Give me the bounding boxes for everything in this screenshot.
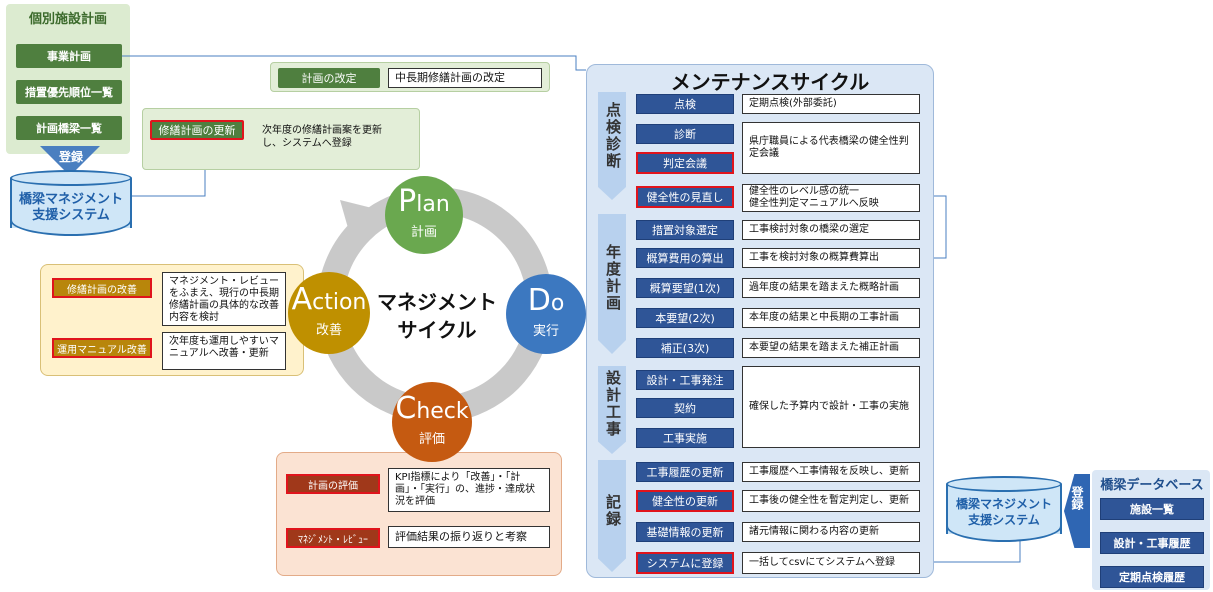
action-item-1-text: マネジメント・レビューをふまえ、現行の中長期修繕計画の具体的な改善内容を検討 xyxy=(162,272,286,326)
right-management-system-cylinder: 橋梁マネジメント 支援システム xyxy=(946,476,1062,542)
plan-update-connector xyxy=(132,168,206,197)
section-label-record: 記録 xyxy=(604,494,622,528)
row-soundness-update[interactable]: 健全性の更新 xyxy=(636,490,734,512)
row-system-register-text: 一括してcsvにてシステムへ登録 xyxy=(742,552,920,574)
system-register-connector xyxy=(920,540,1021,563)
db-facility-list[interactable]: 施設一覧 xyxy=(1100,498,1204,520)
business-plan-item[interactable]: 事業計画 xyxy=(16,44,122,68)
row-measure-selection-text: 工事検討対象の橋梁の選定 xyxy=(742,220,920,240)
row-basic-info-update-text: 諸元情報に関わる内容の更新 xyxy=(742,522,920,542)
maintenance-title: メンテナンスサイクル xyxy=(670,70,870,94)
facility-plan-title: 個別施設計画 xyxy=(28,12,107,27)
row-cost-estimate[interactable]: 概算費用の算出 xyxy=(636,248,734,268)
section-arrow-record xyxy=(598,460,626,572)
do-circle: Do 実行 xyxy=(506,274,586,354)
action-cap: A xyxy=(291,282,313,317)
row-cost-estimate-text: 工事を検討対象の概算費算出 xyxy=(742,248,920,268)
plan-sub: 計画 xyxy=(410,225,437,240)
section-label-annual: 年度計画 xyxy=(604,244,622,312)
db-design-history[interactable]: 設計・工事履歴 xyxy=(1100,532,1204,554)
action-item-2-label: 運用マニュアル改善 xyxy=(52,338,152,358)
row-history-update-text: 工事履歴へ工事情報を反映し、更新 xyxy=(742,462,920,482)
plan-circle: Plan 計画 xyxy=(385,176,463,254)
right-system-name-line1: 橋梁マネジメント xyxy=(955,497,1052,511)
action-item-2-text: 次年度も運用しやすいマニュアルへ改善・更新 xyxy=(162,332,286,370)
register-arrow-label: 登録 xyxy=(58,150,83,164)
row-request-1[interactable]: 概算要望(1次) xyxy=(636,278,734,298)
priority-list-item[interactable]: 措置優先順位一覧 xyxy=(16,80,122,104)
check-rest: heck xyxy=(416,399,469,424)
action-rest: ction xyxy=(312,290,367,315)
do-cap: D xyxy=(527,283,551,318)
check-sub: 評価 xyxy=(418,432,445,447)
cycle-arrowhead-icon xyxy=(340,200,380,242)
row-diagnosis-text: 県庁職員による代表橋梁の健全性判定会議 xyxy=(742,122,920,174)
row-system-register[interactable]: システムに登録 xyxy=(636,552,734,574)
action-circle: Action 改善 xyxy=(288,272,370,354)
row-design-order[interactable]: 設計・工事発注 xyxy=(636,370,734,390)
right-register-label: 登録 xyxy=(1070,486,1084,510)
plan-update-text: 次年度の修繕計画案を更新し、システムへ登録 xyxy=(262,125,382,149)
section-arrow-annual xyxy=(598,214,626,354)
row-correction-3[interactable]: 補正(3次) xyxy=(636,338,734,358)
left-system-name-line1: 橋梁マネジメント xyxy=(18,192,123,207)
planned-bridge-list-item[interactable]: 計画橋梁一覧 xyxy=(16,116,122,140)
db-inspection-history[interactable]: 定期点検履歴 xyxy=(1100,566,1204,588)
do-sub: 実行 xyxy=(532,324,559,339)
plan-rest: lan xyxy=(416,192,450,217)
row-soundness-review-text: 健全性のレベル感の統一 健全性判定マニュアルへ反映 xyxy=(742,184,920,212)
left-management-system-cylinder: 橋梁マネジメント 支援システム xyxy=(10,170,132,236)
action-sub: 改善 xyxy=(315,323,342,338)
check-item-2-text: 評価結果の振り返りと考察 xyxy=(388,526,550,548)
plan-revision-label: 計画の改定 xyxy=(278,68,380,88)
plan-update-label: 修繕計画の更新 xyxy=(150,120,244,140)
section-label-inspection: 点検診断 xyxy=(604,102,622,170)
row-measure-selection[interactable]: 措置対象選定 xyxy=(636,220,734,240)
plan-revision-text: 中長期修繕計画の改定 xyxy=(388,68,542,88)
row-soundness-update-text: 工事後の健全性を暫定判定し、更新 xyxy=(742,490,920,512)
section-label-design: 設計工事 xyxy=(604,370,622,438)
section-arrow-inspection xyxy=(598,92,626,200)
section-arrow-design xyxy=(598,366,626,454)
row-diagnosis[interactable]: 診断 xyxy=(636,124,734,144)
check-item-1-text: KPI指標により「改善」・「計画」・「実行」の、進捗・達成状況を評価 xyxy=(388,468,550,512)
row-request-1-text: 過年度の結果を踏まえた概略計画 xyxy=(742,278,920,298)
row-inspection-text: 定期点検(外部委託) xyxy=(742,94,920,114)
row-judgement-meeting[interactable]: 判定会議 xyxy=(636,152,734,174)
row-request-2-text: 本年度の結果と中長期の工事計画 xyxy=(742,308,920,328)
cycle-center-line2: サイクル xyxy=(397,318,477,342)
row-construction[interactable]: 工事実施 xyxy=(636,428,734,448)
do-rest: o xyxy=(550,291,565,316)
right-system-name-line2: 支援システム xyxy=(968,513,1040,527)
row-request-2[interactable]: 本要望(2次) xyxy=(636,308,734,328)
database-title: 橋梁データベース xyxy=(1100,478,1204,493)
left-system-name-line2: 支援システム xyxy=(32,208,110,223)
check-item-1-label: 計画の評価 xyxy=(286,474,380,494)
cycle-center-line1: マネジメント xyxy=(377,290,497,314)
row-soundness-review[interactable]: 健全性の見直し xyxy=(636,186,734,208)
row-history-update[interactable]: 工事履歴の更新 xyxy=(636,462,734,482)
row-contract-text: 確保した予算内で設計・工事の実施 xyxy=(742,366,920,448)
business-plan-connector xyxy=(122,55,586,71)
row-inspection[interactable]: 点検 xyxy=(636,94,734,114)
plan-cap: P xyxy=(398,184,417,219)
row-basic-info-update[interactable]: 基礎情報の更新 xyxy=(636,522,734,542)
check-cap: C xyxy=(395,391,417,426)
row-correction-3-text: 本要望の結果を踏まえた補正計画 xyxy=(742,338,920,358)
check-circle: Check 評価 xyxy=(392,382,472,462)
action-item-1-label: 修繕計画の改善 xyxy=(52,278,152,298)
check-item-2-label: ﾏﾈｼﾞﾒﾝﾄ・ﾚﾋﾞｭｰ xyxy=(286,528,380,548)
row-contract[interactable]: 契約 xyxy=(636,398,734,418)
